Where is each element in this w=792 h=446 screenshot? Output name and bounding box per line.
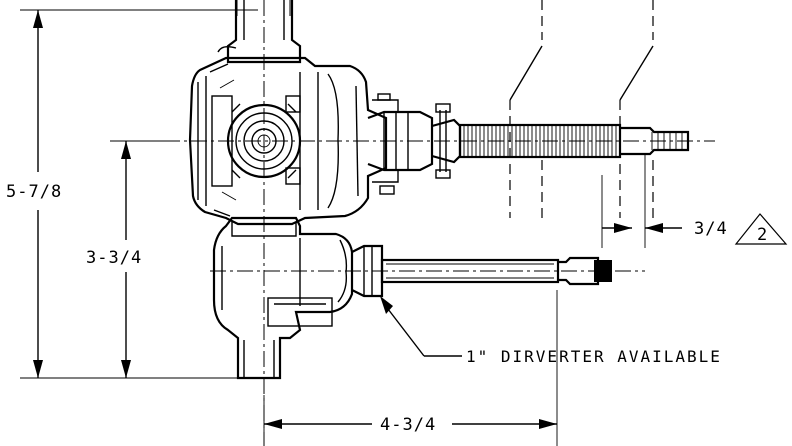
extension-lines	[20, 9, 646, 446]
centerlines	[110, 0, 715, 446]
diverter-note-leader	[380, 296, 462, 357]
dimension-stem-offset	[602, 223, 682, 233]
dimension-label-spindle-length: 4-3/4	[380, 415, 436, 435]
dimension-centerline-height	[121, 141, 131, 378]
dimension-label-centerline-height: 3-3/4	[86, 248, 142, 268]
wall-outline-hidden	[509, 0, 654, 218]
revision-marker-label: 2	[757, 225, 768, 245]
dimension-spindle-length	[264, 419, 557, 429]
dimension-label-overall-height: 5-7/8	[6, 182, 62, 202]
revision-triangle-marker	[734, 213, 788, 245]
stem-threads	[463, 125, 617, 157]
dimension-label-stem-offset: 3/4	[694, 219, 728, 239]
diverter-availability-note: 1" DIRVERTER AVAILABLE	[466, 347, 722, 366]
dimension-overall-height	[33, 10, 43, 378]
valve-body	[188, 0, 690, 380]
